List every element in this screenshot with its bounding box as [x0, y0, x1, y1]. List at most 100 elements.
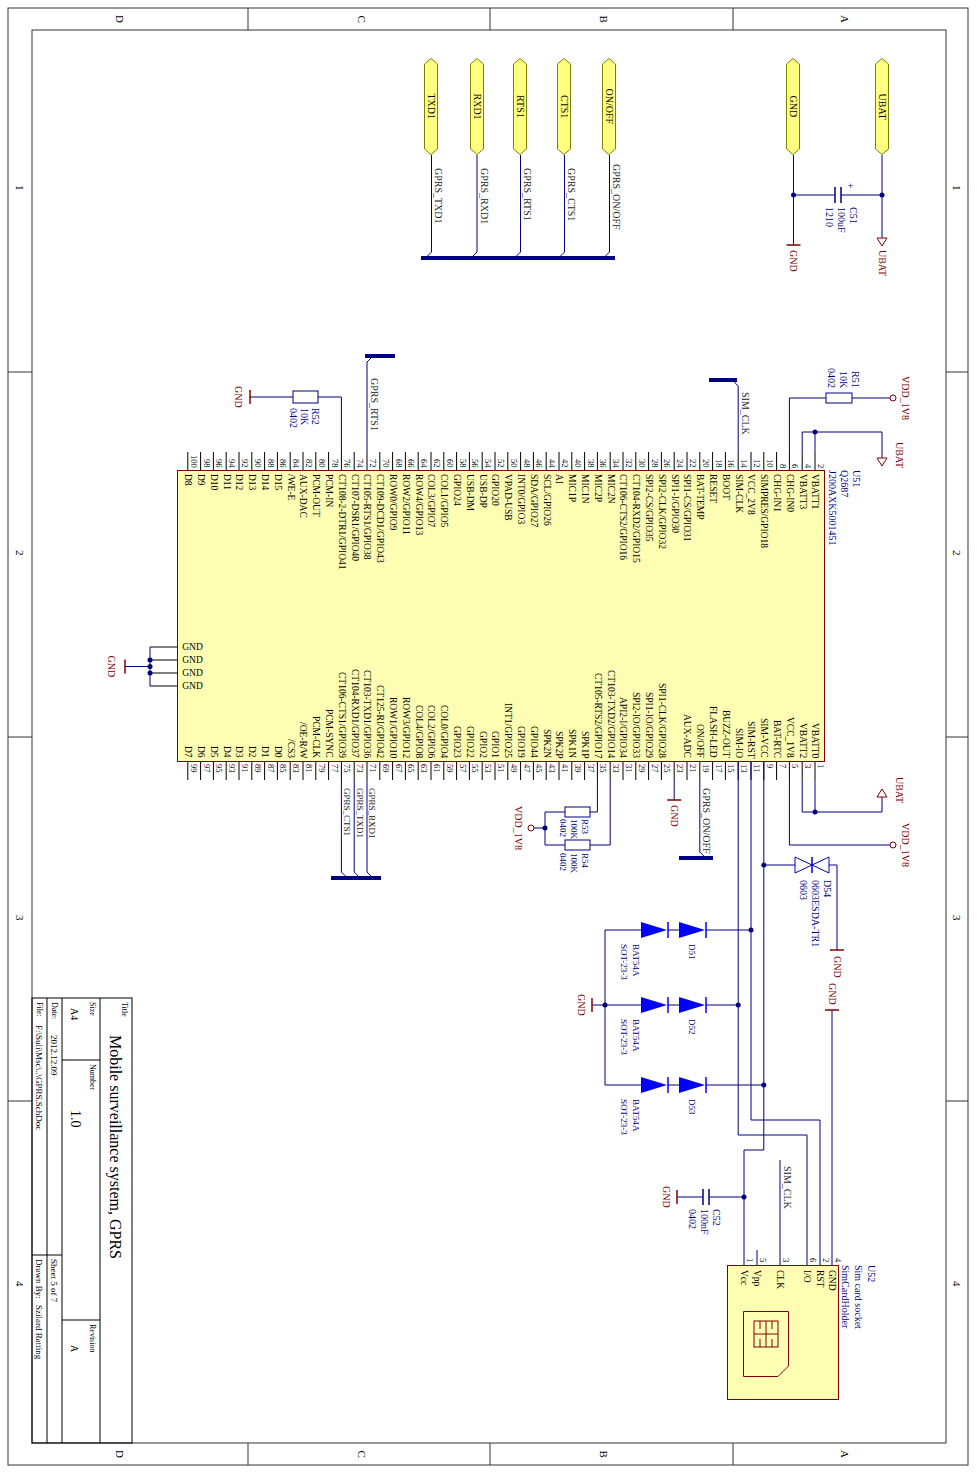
sim-card-icon [743, 1311, 789, 1377]
net-label: GPRS_TXD1 [433, 168, 445, 224]
diode-symbol [679, 997, 705, 1013]
junction-dot [148, 664, 153, 669]
pin-name: D8 [182, 474, 193, 486]
diode-symbol [641, 997, 667, 1013]
zone-label: C [356, 16, 369, 23]
zone-ticks [8, 8, 968, 1465]
pin-name: CT105-RTS1/GPIO38 [362, 474, 373, 559]
pin-number: 82 [303, 459, 313, 468]
pin-name: SPK2P [554, 731, 565, 758]
pin-name: CT106-CTS1/GPIO39 [336, 672, 347, 758]
zone-label: 1 [14, 185, 27, 191]
pin-number: 55 [470, 764, 480, 773]
pin-name: SIM-VCC [758, 718, 769, 758]
zone-label: 4 [951, 1281, 964, 1287]
pin-number: 61 [431, 764, 441, 773]
pin-name: COL2/GPIO6 [426, 705, 437, 758]
pin-number: 66 [406, 459, 416, 468]
pin-name: D4 [221, 746, 232, 758]
net-label: SIM_CLK [740, 392, 752, 435]
pin-name: CT125-RI/GPIO42 [374, 685, 385, 758]
port-outline [514, 59, 527, 155]
pin-number: 38 [585, 459, 595, 468]
net-label: GPRS_CTS1 [566, 168, 578, 221]
pin-name: USB-DM [464, 474, 475, 511]
zone-label: 1 [951, 185, 964, 191]
title-block-heading: Title [120, 1002, 129, 1017]
pin-number: 27 [649, 764, 659, 773]
component-label: 0402 [826, 368, 838, 388]
pin-number: 2 [821, 1258, 831, 1262]
pin-number: 18 [713, 459, 723, 468]
pin-name: PCM-SYNC [323, 709, 334, 758]
component-label: D51 [687, 944, 697, 960]
pin-name: CT108-2-DTR1/GPIO41 [336, 474, 347, 570]
pin-number: 22 [687, 459, 697, 468]
junction-dot [813, 810, 818, 815]
component-label: 0402 [687, 1209, 699, 1229]
component-label: 10K [299, 408, 311, 425]
title-block-heading: Date: [50, 1002, 59, 1019]
component-label: R51 [850, 371, 862, 388]
pin-name: ROW4/GPIO13 [413, 474, 424, 535]
pin-name: SPK1P [579, 731, 590, 758]
component-label: BAT54A [631, 944, 641, 977]
pin-number: 39 [572, 764, 582, 773]
pin-name: COL4/GPIO8 [413, 705, 424, 758]
pin-number: 12 [751, 459, 761, 468]
pin-name: GPIO22 [464, 726, 475, 758]
pin-name: AUX-ADC [682, 714, 693, 758]
pin-name: MIC2N [605, 474, 616, 504]
pin-name: AUX-DAC [298, 474, 309, 518]
pin-name: PCM-OUT [310, 474, 321, 517]
junction-dot [543, 826, 548, 831]
pin-name: MIC1N [579, 474, 590, 504]
pin-number: 11 [751, 764, 761, 772]
port-node: RTS1 [514, 58, 528, 155]
port-node: UBAT [875, 58, 889, 155]
pin-name: PCM-CLK [310, 716, 321, 758]
component-label: SOT-23-3 [619, 944, 629, 980]
pin-number: 31 [623, 764, 633, 773]
pin-number: 45 [534, 764, 544, 773]
pin-name: VCC_1V8 [784, 717, 795, 758]
pin-number: 32 [623, 459, 633, 468]
power-label: GND [788, 250, 800, 272]
pin-number: 24 [674, 459, 684, 468]
pin-number: 88 [265, 459, 275, 468]
title-block-text: Drawn By: [34, 1259, 44, 1299]
pin-number: 6 [808, 1258, 818, 1262]
port-node: TXD1 [425, 58, 439, 155]
zone-label: A [839, 1450, 852, 1458]
port-node: GND [787, 58, 801, 155]
pin-number: 78 [329, 459, 339, 468]
zone-label: 2 [14, 550, 27, 556]
port-node: ON/OFF [603, 58, 617, 155]
component-label: D52 [687, 1019, 697, 1035]
pin-number: 41 [559, 764, 569, 773]
power-label: GND [827, 983, 839, 1005]
pin-number: 89 [252, 764, 262, 773]
component-label: R52 [310, 408, 322, 425]
wire [738, 762, 807, 1265]
pin-name: D7 [182, 746, 193, 758]
junction-dot [603, 1003, 608, 1008]
designator: Sim card socket [853, 1265, 865, 1329]
pin-name: /CS3 [285, 739, 296, 758]
pin-name: SPI1-CLK/GPIO28 [656, 683, 667, 758]
pin-name: D1 [259, 746, 270, 758]
pin-name: Vcc [739, 1270, 750, 1285]
resistor-symbol [565, 807, 590, 817]
pin-name: D14 [259, 474, 270, 490]
pin-number: 29 [636, 764, 646, 773]
pin-name: VBATT1 [810, 474, 821, 509]
pin-number: 5 [758, 1258, 768, 1262]
resistor-symbol [826, 393, 852, 403]
pin-number: 95 [214, 764, 224, 773]
pin-number: 43 [546, 764, 556, 773]
pin-name: D12 [234, 474, 245, 490]
pin-number: 53 [482, 764, 492, 773]
pin-number: 65 [406, 764, 416, 773]
pin-name: GPIO1 [490, 731, 501, 758]
diode-symbol [641, 922, 667, 938]
